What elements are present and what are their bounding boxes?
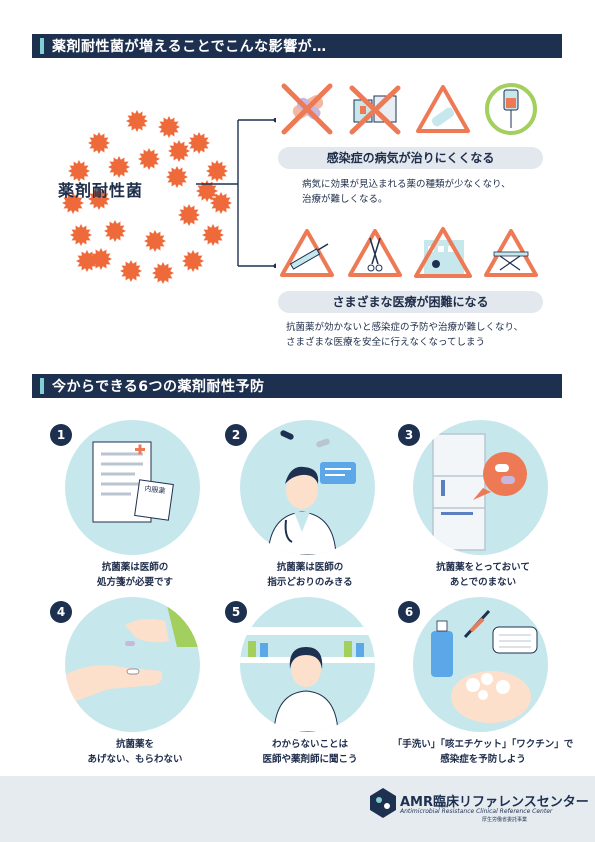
warning-triangle-icon [416, 85, 470, 133]
caption-line: 感染症を予防しよう [440, 754, 526, 765]
section-title: 薬剤耐性菌が増えることでこんな影響が… [52, 39, 327, 55]
germ-icon [206, 160, 228, 182]
prevention-caption: 「手洗い」「咳エチケット」「ワクチン」で 感染症を予防しよう [388, 737, 578, 767]
prevention-caption: 抗菌薬を あげない、もらわない [40, 737, 230, 767]
germ-icon [62, 192, 84, 214]
surgical-tools-warning-icon [348, 229, 402, 277]
doctor-icon [240, 420, 375, 555]
prevention-number: 3 [398, 424, 420, 446]
hygiene-icon [413, 597, 548, 732]
effect-description-1: 病気に効果が見込まれる薬の種類が少なくなり、 治療が難しくなる。 [302, 177, 511, 207]
germ-icon [90, 248, 112, 270]
description-line: 病気に効果が見込まれる薬の種類が少なくなり、 [302, 179, 511, 190]
germ-icon [166, 166, 188, 188]
prevention-number: 4 [50, 601, 72, 623]
prevention-number: 2 [225, 424, 247, 446]
germ-icon [88, 132, 110, 154]
caption-line: 抗菌薬は医師の [276, 562, 344, 573]
footer [0, 776, 595, 842]
prescription-icon: 内服薬 [65, 420, 200, 555]
prevention-item-2: 2 抗菌薬は医師の 指示どおりのみきる [225, 420, 395, 590]
prevention-item-4: 4 抗菌薬を あげない、もらわない [50, 597, 220, 767]
prevention-number: 6 [398, 601, 420, 623]
section-header-prevention: 今からできる6つの薬剤耐性予防 [32, 374, 562, 398]
germ-icon [196, 180, 218, 202]
logo-title: AMR臨床リファレンスセンター [400, 795, 589, 810]
caption-line: 抗菌薬を [115, 739, 154, 750]
caption-line: わからないことは [271, 739, 348, 750]
germ-icon [168, 140, 190, 162]
germ-icon [144, 230, 166, 252]
germ-icon [126, 110, 148, 132]
syringe-warning-icon [280, 229, 334, 277]
description-line: 抗菌薬が効かないと感染症の予防や治療が難しくなり、 [286, 322, 524, 333]
effect-icons-row-1 [278, 82, 540, 136]
amr-logo-mark-icon [370, 788, 396, 818]
germ-icon [68, 160, 90, 182]
germ-icon [188, 132, 210, 154]
germ-icon [108, 156, 130, 178]
caption-line: 医師や薬剤師に聞こう [262, 754, 358, 765]
germ-icon [158, 116, 180, 138]
prevention-caption: 抗菌薬は医師の 処方箋が必要です [40, 560, 230, 590]
caption-line: 指示どおりのみきる [267, 577, 353, 588]
description-line: さまざまな医療を安全に行えなくなってしまう [286, 337, 486, 348]
amr-logo: AMR臨床リファレンスセンター Antimicrobial Resistance… [370, 788, 589, 828]
hospital-warning-icon [414, 227, 472, 278]
caption-line: 抗菌薬は医師の [101, 562, 169, 573]
hand-pill-icon [65, 597, 200, 732]
germ-icon [152, 262, 174, 284]
logo-ministry: 厚生労働省委託事業 [482, 817, 528, 823]
fridge-icon [413, 420, 548, 555]
caption-line: あげない、もらわない [87, 754, 183, 765]
section-title: 今からできる6つの薬剤耐性予防 [52, 379, 265, 395]
description-line: 治療が難しくなる。 [302, 194, 388, 205]
prevention-number: 5 [225, 601, 247, 623]
crossed-medicine-box-icon [349, 85, 401, 135]
prevention-number: 1 [50, 424, 72, 446]
caption-line: 「手洗い」「咳エチケット」「ワクチン」で [392, 739, 574, 750]
prevention-item-6: 6 「手洗い」「咳エチケット」「ワクチン」で 感染症を予防しよう [393, 597, 573, 767]
caption-line: 抗菌薬をとっておいて [436, 562, 530, 573]
germ-label: 薬剤耐性菌 [58, 181, 144, 200]
germ-icon [182, 250, 204, 272]
medicine-bag-label: 内服薬 [144, 484, 166, 496]
germ-icon [178, 204, 200, 226]
effect-heading-1: 感染症の病気が治りにくくなる [278, 147, 543, 169]
prevention-item-5: 5 わからないことは 医師や薬剤師に聞こう [225, 597, 395, 767]
logo-subtitle: Antimicrobial Resistance Clinical Refere… [400, 808, 553, 815]
prevention-caption: 抗菌薬は医師の 指示どおりのみきる [215, 560, 405, 590]
effect-heading-2: さまざまな医療が困難になる [278, 291, 543, 313]
germ-icon [202, 224, 224, 246]
prevention-item-1: 1 内服薬 抗菌薬は医師の 処方箋が必要です [50, 420, 220, 590]
header-accent-bar [40, 378, 44, 394]
bracket-connector [196, 118, 276, 268]
prevention-caption: 抗菌薬をとっておいて あとでのまない [388, 560, 578, 590]
prevention-caption: わからないことは 医師や薬剤師に聞こう [215, 737, 405, 767]
iv-drip-icon [485, 83, 537, 135]
germ-icon [76, 250, 98, 272]
germ-cluster-illustration [48, 100, 232, 284]
header-accent-bar [40, 38, 44, 54]
prevention-item-3: 3 抗菌薬をとっておいて あとでのまない [398, 420, 568, 590]
germ-icon [104, 220, 126, 242]
caption-line: あとでのまない [449, 577, 517, 588]
germ-icon [88, 188, 110, 210]
crossed-bandage-icon [281, 83, 333, 135]
germ-icon [210, 192, 232, 214]
effect-icons-row-2 [278, 226, 540, 280]
germ-icon [120, 260, 142, 282]
stretcher-warning-icon [484, 229, 538, 277]
germ-icon [70, 224, 92, 246]
pharmacist-icon [240, 597, 375, 732]
caption-line: 処方箋が必要です [96, 577, 173, 588]
section-header-impact: 薬剤耐性菌が増えることでこんな影響が… [32, 34, 562, 58]
germ-icon [138, 148, 160, 170]
effect-description-2: 抗菌薬が効かないと感染症の予防や治療が難しくなり、 さまざまな医療を安全に行えな… [286, 320, 523, 350]
